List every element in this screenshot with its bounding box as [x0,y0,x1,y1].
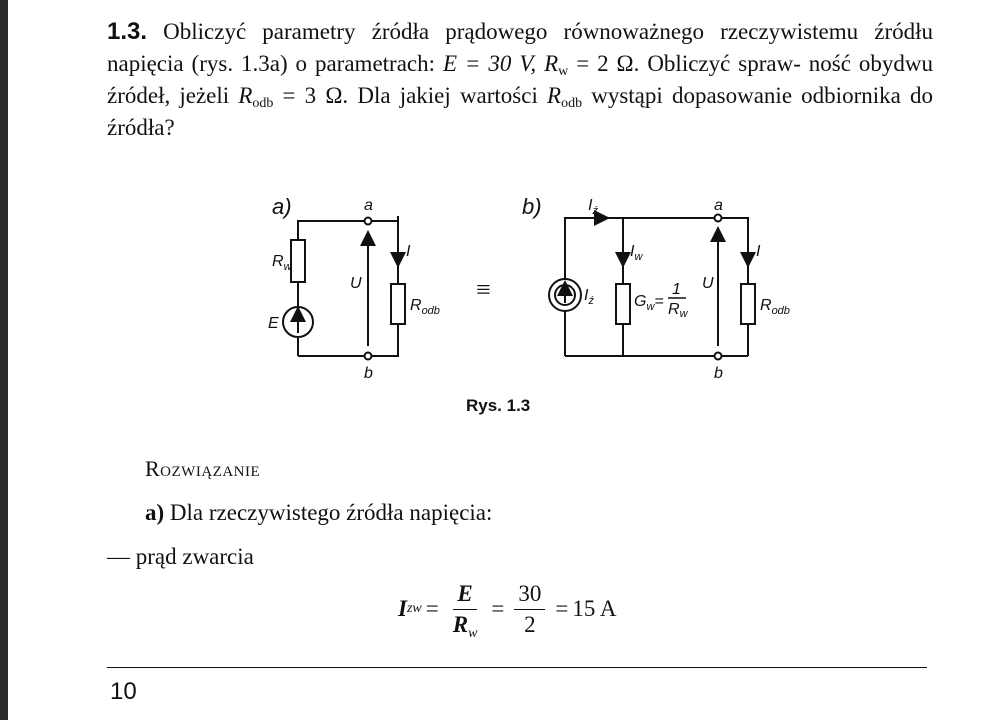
formula-fraction-1: E Rw [449,581,482,641]
rw-label: Rw [272,253,293,273]
label-a: a) [272,194,292,219]
figure-caption: Rys. 1.3 [466,396,531,415]
gw-label: Gw= [634,293,664,313]
problem-line2: źródłu napięcia (rys. 1.3a) o parametrac… [107,19,933,76]
problem-Rw-value: = 2 Ω. Obliczyć spraw- [568,51,801,76]
node-b-terminal [363,351,373,361]
problem-Rodb-sub-2: odb [561,96,583,111]
fraction-1-denominator: Rw [452,611,478,641]
formula-lhs: I [398,596,407,621]
resistor-rodb-a [390,283,406,325]
wire-b-top [564,217,749,284]
node-a-label-b: a [714,197,723,214]
problem-Rw-sub: w [558,64,569,79]
fraction-1-numerator: E [453,581,477,610]
problem-Rw-symbol: R [544,51,559,76]
node-a-terminal-b [713,213,723,223]
resistor-rw-a [290,239,306,283]
equivalence-sign: ≡ [476,275,491,304]
fraction-2-denominator: 2 [524,611,536,637]
problem-Rodb-symbol: R [238,83,253,108]
iz-source-label: Iź [584,287,594,307]
short-circuit-current-label: — prąd zwarcia [107,544,254,569]
problem-Rodb-sub: odb [252,96,274,111]
wire-a-top [297,220,399,258]
node-a-terminal [363,216,373,226]
circuit-figure: a) a Rw E U I Rodb b ≡ b) Iź a Iź Iw Gw=… [250,188,810,420]
problem-number: 1.3. [107,18,148,45]
i-label-b: I [756,243,761,260]
iw-label: Iw [630,243,643,263]
problem-statement: 1.3. Obliczyć parametry źródła prądowego… [107,16,933,144]
scan-edge [0,0,8,720]
i-label-a: I [406,243,411,260]
item-a-label: a) [145,500,165,525]
circuit-diagram: a) a Rw E U I Rodb b ≡ b) Iź a Iź Iw Gw=… [268,194,790,382]
label-b: b) [522,194,542,219]
wire-a-bottom [298,310,399,357]
formula-eq1: = [425,596,439,621]
rodb-label-b: Rodb [760,297,790,317]
problem-Rodb-value: = 3 Ω. Dla jakiej wartości [273,83,548,108]
node-a-label: a [364,197,373,214]
problem-E: E = 30 V, [442,51,545,76]
problem-line3-end: wystąpi [582,83,663,108]
formula-fraction-2: 30 2 [514,581,546,638]
gw-numerator: 1 [672,281,681,298]
node-b-label: b [364,365,373,382]
node-b-label-b: b [714,365,723,382]
formula-eq3: = [555,596,569,621]
formula-result: 15 A [572,596,617,621]
rodb-label-a: Rodb [410,297,440,317]
page-number: 10 [110,678,137,705]
problem-Rodb-symbol-2: R [547,83,562,108]
resistor-rodb-b [740,283,756,325]
e-label: E [268,315,279,332]
formula-eq2: = [491,596,505,621]
solution-heading: Rozwiązanie [145,456,261,481]
solution-item-a: a) Dla rzeczywistego źródła napięcia: [145,500,492,526]
node-b-terminal-b [713,351,723,361]
u-label-b: U [702,275,714,292]
conductance-gw [615,283,631,325]
problem-line4: dopasowanie odbiornika do źródła? [107,83,933,140]
item-a-text: Dla rzeczywistego źródła napięcia: [164,500,493,525]
problem-line1: Obliczyć parametry źródła prądowego równ… [163,19,859,44]
u-label-a: U [350,275,362,292]
fraction-2-numerator: 30 [514,581,546,610]
gw-denominator: Rw [668,301,689,320]
footer-rule [107,667,927,668]
problem-line3: ność obydwu źródeł, jeżeli [107,51,933,108]
iz-top-label: Iź [588,197,598,217]
